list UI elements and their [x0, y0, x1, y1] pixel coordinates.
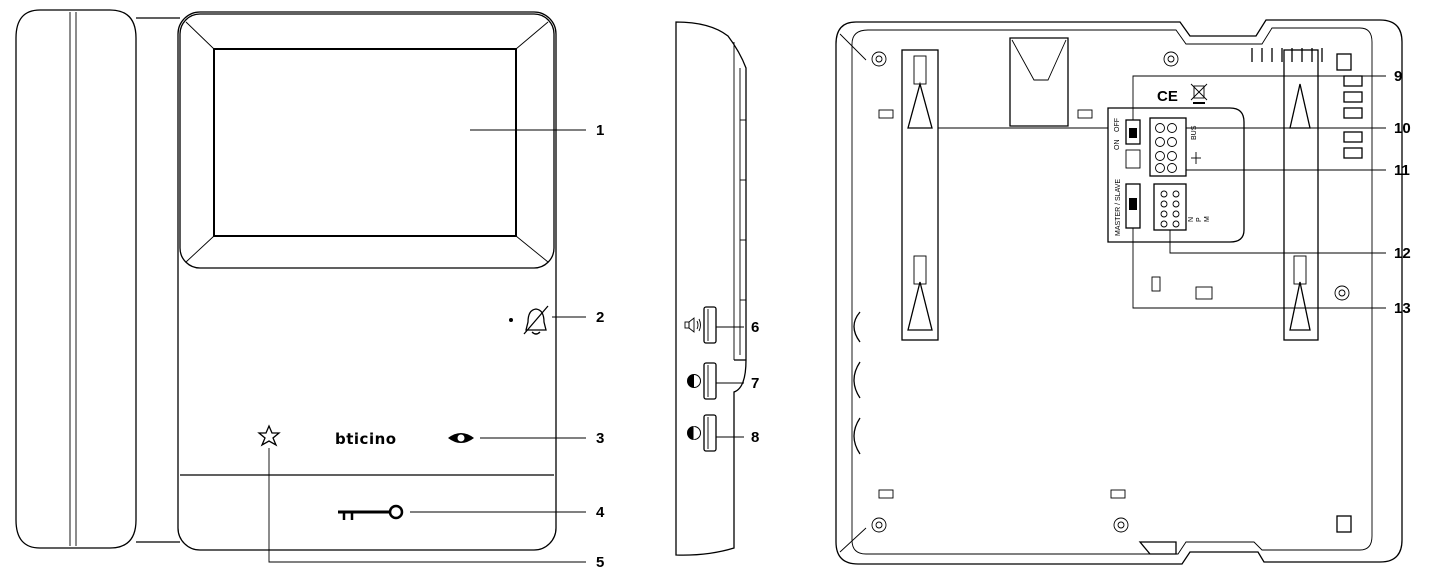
- brightness-icon: [687, 426, 701, 440]
- screw-hole: [1334, 285, 1350, 301]
- handset: [15, 9, 137, 549]
- svg-text:N: N: [1188, 217, 1195, 222]
- contrast-button[interactable]: [703, 362, 717, 400]
- volume-button[interactable]: [703, 306, 717, 344]
- bus-terminal-block[interactable]: BUS: [1149, 117, 1201, 177]
- callout-number: 12: [1394, 245, 1411, 262]
- key-icon[interactable]: [338, 504, 404, 520]
- brand-logo: bticino: [335, 430, 397, 448]
- screen: [213, 48, 517, 237]
- speaker-icon: [684, 317, 701, 333]
- callout-number: 6: [751, 319, 759, 336]
- rear-view: ON OFF BUS MASTER / SLAVE: [835, 19, 1403, 565]
- master-slave-switch[interactable]: MASTER / SLAVE: [1115, 179, 1141, 236]
- callout-number: 7: [751, 375, 759, 392]
- vent-slots: [1251, 48, 1323, 62]
- callout-number: 3: [596, 430, 604, 447]
- on-off-switch[interactable]: ON OFF: [1114, 118, 1141, 151]
- svg-text:ON: ON: [1114, 140, 1121, 151]
- svg-text:BUS: BUS: [1191, 125, 1198, 140]
- callout-numbers: 1 2 3 4 5 6 7 8 9 10 11 12 13: [596, 68, 1411, 571]
- brightness-button[interactable]: [703, 414, 717, 452]
- screw-hole: [871, 51, 887, 67]
- front-view: bticino: [15, 9, 586, 563]
- callout-number: 11: [1394, 162, 1410, 179]
- screen-bezel: [179, 13, 555, 269]
- svg-text:OFF: OFF: [1114, 118, 1121, 132]
- weee-bin-icon: [1190, 83, 1208, 104]
- callout-number: 9: [1394, 68, 1402, 85]
- svg-text:MASTER / SLAVE: MASTER / SLAVE: [1115, 179, 1122, 236]
- callout-number: 1: [596, 122, 604, 139]
- bell-muted-icon[interactable]: [509, 305, 549, 335]
- screw-hole: [1113, 517, 1129, 533]
- screw-hole: [1163, 51, 1179, 67]
- star-icon[interactable]: [257, 424, 281, 447]
- callout-number: 10: [1394, 120, 1411, 137]
- svg-text:P: P: [1196, 217, 1203, 222]
- power-supply-symbol-icon: [1191, 152, 1201, 164]
- callout-number: 8: [751, 429, 759, 446]
- svg-text:M: M: [1204, 216, 1211, 222]
- configurator-socket[interactable]: N P M: [1153, 183, 1211, 231]
- callout-number: 2: [596, 309, 604, 326]
- monitor-body: [177, 11, 557, 551]
- side-profile: [675, 21, 747, 556]
- callout-number: 4: [596, 504, 605, 521]
- screw-hole: [871, 517, 887, 533]
- ce-mark: CE: [1157, 88, 1178, 105]
- contrast-icon: [687, 374, 701, 388]
- eye-icon[interactable]: [448, 433, 474, 443]
- rear-body: [835, 19, 1403, 565]
- callout-number: 5: [596, 554, 604, 571]
- terminal-panel: [1107, 107, 1245, 243]
- side-view: [675, 21, 747, 556]
- callout-number: 13: [1394, 300, 1411, 317]
